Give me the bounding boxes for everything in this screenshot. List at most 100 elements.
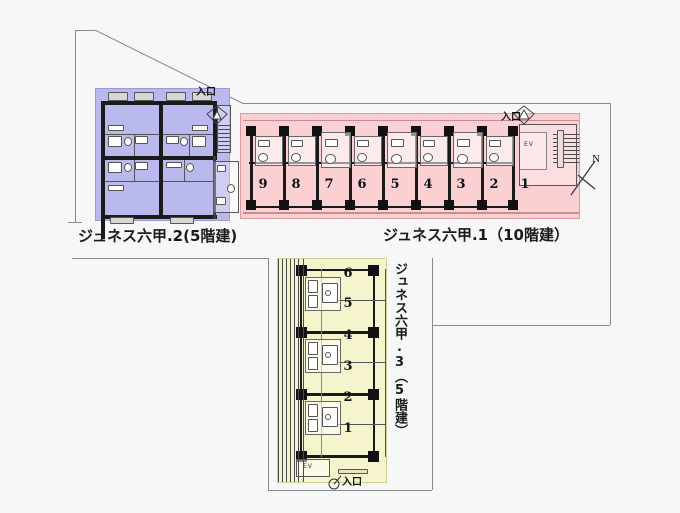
b1-corridor-bottom — [243, 212, 579, 214]
b3-ev-box — [296, 459, 330, 477]
building-junesu-rokko-2[interactable] — [95, 88, 239, 239]
b1-divider-6 — [415, 128, 418, 208]
b2-unitC-toilet — [124, 163, 132, 172]
unit-number-pink-3: 3 — [456, 177, 466, 192]
unit-number-pink-5: 5 — [390, 177, 400, 192]
b2-annex-fixture-3 — [216, 197, 226, 205]
unit-number-yellow-4: 4 — [343, 328, 353, 343]
b1-column-t2 — [279, 126, 289, 136]
site-boundary-mid — [72, 258, 268, 259]
unit-number-pink-8: 8 — [291, 177, 301, 192]
b3-core-2-bath — [308, 342, 318, 355]
b3-column-br — [368, 451, 379, 462]
b2-unitB-toilet — [180, 137, 188, 146]
b1-core-7 — [453, 132, 483, 168]
north-arrow-icon — [570, 160, 596, 196]
b1-column-t8 — [477, 126, 487, 136]
building-junesu-rokko-3[interactable] — [277, 258, 387, 483]
b2-annex-fixture-2 — [227, 184, 235, 193]
b2-balcony-1 — [108, 92, 128, 101]
caption-building1: ジュネス六甲.1（10階建） — [383, 226, 569, 244]
b2-unitB-bath — [192, 136, 206, 147]
b1-core-3-kitchen — [325, 139, 338, 147]
unit-number-yellow-5: 5 — [343, 296, 353, 311]
b3-column-mr1 — [368, 327, 379, 338]
b1-divider-1 — [250, 128, 253, 208]
b3-band-3 — [300, 393, 375, 396]
unit-number-pink-2: 2 — [489, 177, 499, 192]
b1-column-b5 — [378, 200, 388, 210]
b2-unitB-partition — [163, 134, 213, 135]
b1-core-3-basin — [325, 154, 336, 164]
north-label: N — [592, 153, 600, 165]
b1-divider-2 — [283, 128, 286, 208]
b3-stair-landing — [338, 469, 368, 474]
unit-number-yellow-3: 3 — [343, 359, 353, 374]
b2-unitA-bath — [108, 136, 122, 147]
b3-frame-right — [373, 269, 375, 457]
entrance-label-building1: 入口 — [501, 112, 521, 123]
b3-outer-right — [385, 269, 386, 457]
b1-column-t9 — [508, 126, 518, 136]
b3-entrance-arrow-icon — [328, 475, 342, 490]
b2-unitD-partition — [163, 181, 213, 182]
b1-core-3 — [321, 132, 351, 168]
b2-unitA-partition — [105, 134, 159, 135]
b2-unitA-kitchen — [135, 136, 148, 144]
b1-core-4-basin — [357, 153, 367, 162]
b1-core-5-kitchen — [391, 139, 404, 147]
site-boundary-left-tick — [68, 222, 82, 223]
b1-corridor-top — [243, 120, 579, 121]
b3-stair-treads — [278, 259, 304, 482]
b2-unitC-partition — [105, 181, 159, 182]
b2-unitC-bath — [108, 162, 122, 173]
b1-column-t3 — [312, 126, 322, 136]
entrance-label-building3: 入口 — [342, 477, 362, 488]
b2-unitB-wall-v — [189, 134, 190, 156]
site-boundary-right — [610, 103, 611, 325]
unit-number-pink-6: 6 — [357, 177, 367, 192]
b1-core-8-basin — [489, 153, 499, 162]
b3-band-1 — [300, 269, 375, 271]
b3-core-2-basin — [325, 352, 331, 358]
b1-divider-3 — [316, 128, 319, 208]
b1-core-5-basin — [391, 154, 402, 164]
b2-unitA-wall-v — [134, 134, 135, 156]
b1-column-b1 — [246, 200, 256, 210]
b1-core-1-kitchen — [258, 140, 270, 147]
unit-number-yellow-1: 1 — [343, 421, 353, 436]
b1-divider-4 — [349, 128, 352, 208]
b1-core-5 — [387, 132, 417, 168]
b1-core-2-kitchen — [291, 140, 303, 147]
b2-wall-right-lower — [213, 156, 216, 219]
b3-column-bl — [296, 451, 307, 462]
unit-number-pink-7: 7 — [324, 177, 334, 192]
b2-unitC-wall-v — [134, 160, 135, 181]
b3-core-3-wc — [308, 419, 318, 432]
b3-band-4 — [300, 455, 375, 458]
site-boundary-lower-right — [432, 325, 433, 490]
entrance-label-building2: 入口 — [196, 87, 216, 98]
b2-stair-treads — [218, 125, 230, 151]
b1-column-b9 — [508, 200, 518, 210]
b1-column-b6 — [411, 200, 421, 210]
b3-core-1-wc — [308, 295, 318, 308]
b1-column-b4 — [345, 200, 355, 210]
b3-column-tl — [296, 265, 307, 276]
b2-unitD-toilet — [186, 163, 194, 172]
b2-unitB-closet — [192, 125, 208, 131]
b1-column-t4 — [345, 126, 355, 136]
b3-column-tr — [368, 265, 379, 276]
b1-stair-treads — [553, 134, 579, 164]
b2-unitC-kitchen — [135, 162, 148, 170]
b1-divider-8 — [481, 128, 484, 208]
site-boundary-bottom — [268, 490, 432, 491]
b2-unitD-wall-v — [184, 160, 185, 181]
unit-number-yellow-6: 6 — [343, 266, 353, 281]
b1-core-6-basin — [423, 153, 433, 162]
site-boundary-mid-right — [432, 258, 433, 326]
b1-core-4-kitchen — [357, 140, 369, 147]
b2-balcony-2 — [134, 92, 154, 101]
building-junesu-rokko-1[interactable] — [240, 105, 580, 219]
